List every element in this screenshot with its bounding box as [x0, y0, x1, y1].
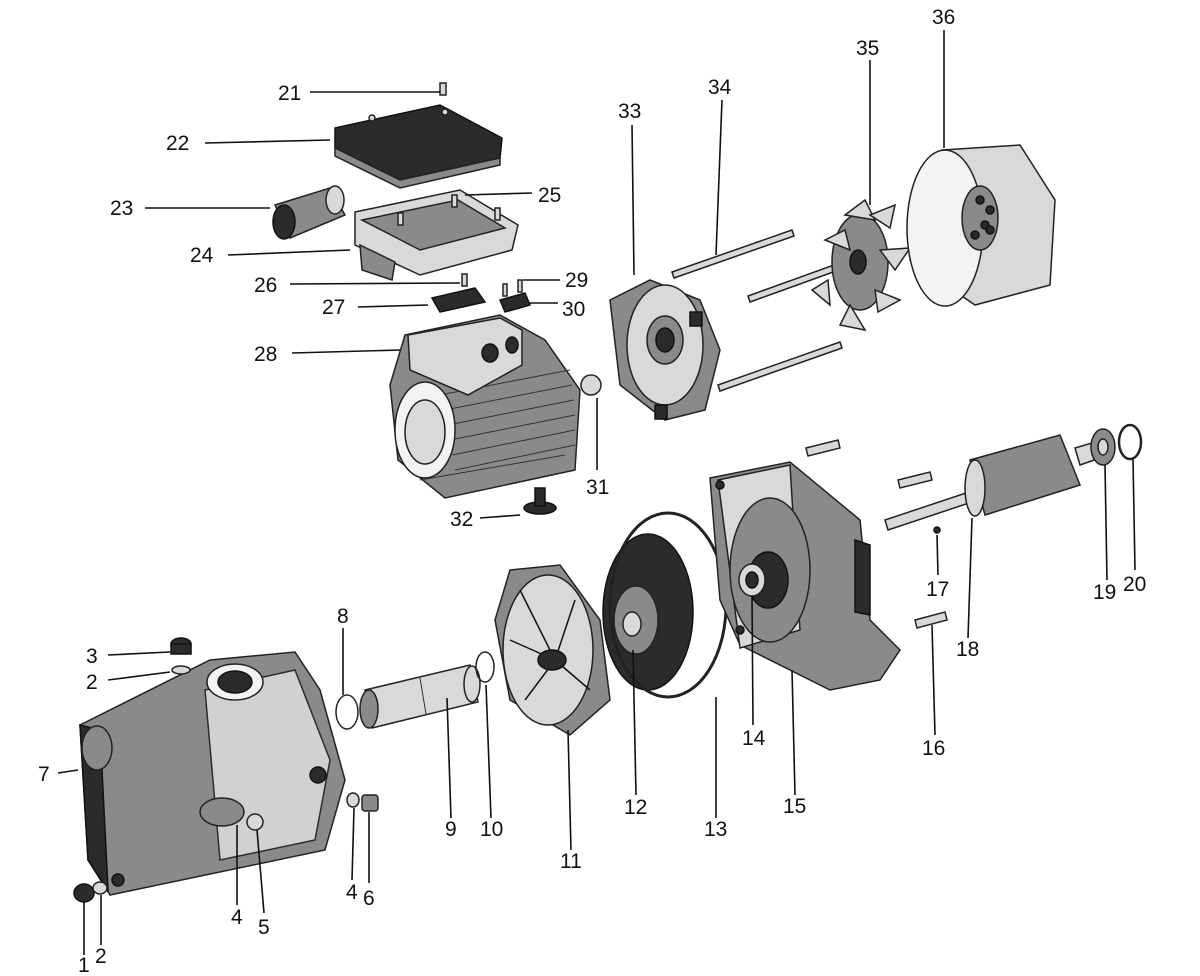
part-bearing [1090, 428, 1116, 466]
callout-2-bottom: 2 [95, 945, 107, 968]
part-screw-21 [439, 82, 447, 96]
part-terminal-block [430, 273, 532, 313]
part-fan-cover [906, 144, 1056, 307]
callout-16: 16 [922, 737, 945, 760]
callout-17: 17 [926, 578, 949, 601]
callout-25: 25 [538, 184, 561, 207]
callout-34: 34 [708, 76, 732, 99]
callout-12: 12 [624, 796, 647, 819]
callout-10: 10 [480, 818, 503, 841]
part-cable-gland [523, 487, 557, 515]
callout-30: 30 [562, 298, 585, 321]
callout-3: 3 [86, 645, 98, 668]
part-mechanical-seal [738, 563, 766, 597]
callout-5: 5 [258, 916, 270, 939]
callout-23: 23 [110, 197, 133, 220]
callout-8: 8 [337, 605, 349, 628]
callout-11: 11 [560, 850, 582, 873]
callout-4-bottom: 4 [231, 906, 243, 929]
callout-31: 31 [586, 476, 609, 499]
callout-2-top: 2 [86, 671, 98, 694]
part-priming-plug [346, 792, 379, 812]
part-drain-plug-top [170, 637, 192, 675]
part-o-ring-8 [335, 694, 359, 730]
callout-28: 28 [254, 343, 277, 366]
part-capacitor [272, 185, 347, 240]
part-bearing-31 [580, 374, 602, 396]
part-pump-body [79, 651, 346, 896]
callout-36: 36 [932, 6, 955, 29]
part-venturi-pipe [359, 664, 481, 729]
part-bolts [805, 439, 948, 629]
callout-6: 6 [363, 887, 375, 910]
part-diffuser [494, 564, 611, 736]
part-wave-washer [1117, 423, 1143, 461]
part-o-ring-10 [475, 651, 495, 683]
callout-13: 13 [704, 818, 727, 841]
callout-26: 26 [254, 274, 277, 297]
callout-9: 9 [445, 818, 457, 841]
callout-18: 18 [956, 638, 979, 661]
callout-20: 20 [1123, 573, 1146, 596]
part-rotor-shaft [884, 434, 1101, 531]
part-motor-housing [389, 314, 581, 499]
callout-35: 35 [856, 37, 879, 60]
part-fan [810, 198, 912, 332]
part-drain-plug-bottom [73, 881, 108, 903]
part-bracket [709, 461, 901, 691]
callout-19: 19 [1093, 581, 1116, 604]
callout-32: 32 [450, 508, 473, 531]
part-impeller [602, 533, 694, 691]
callout-21: 21 [278, 82, 301, 105]
part-end-shield [609, 279, 721, 421]
callout-33: 33 [618, 100, 641, 123]
callout-labels: 21 22 23 24 25 26 27 28 29 30 31 32 33 3… [38, 6, 1146, 976]
part-terminal-box [354, 189, 519, 281]
part-terminal-cover [334, 104, 503, 189]
leader-lines [57, 30, 1136, 955]
callout-7: 7 [38, 763, 50, 786]
callout-1: 1 [78, 954, 90, 976]
callout-29: 29 [565, 269, 588, 292]
callout-27: 27 [322, 296, 345, 319]
callout-15: 15 [783, 795, 806, 818]
callout-22: 22 [166, 132, 189, 155]
callout-4-side: 4 [346, 881, 358, 904]
callout-24: 24 [190, 244, 214, 267]
callout-14: 14 [742, 727, 766, 750]
